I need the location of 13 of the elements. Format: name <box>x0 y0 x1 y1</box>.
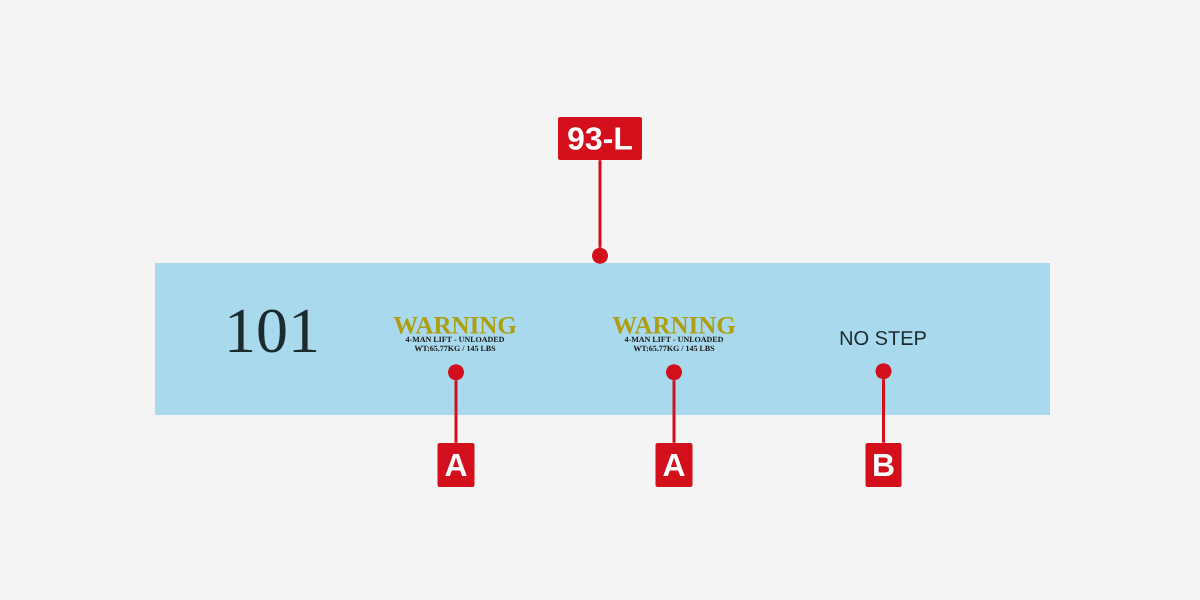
callout-label: A <box>437 443 475 487</box>
decal-strip <box>155 263 1050 415</box>
warning-decal: WARNING 4-MAN LIFT - UNLOADED WT:65.77KG / 145 LBS <box>612 316 736 352</box>
callout-label: A <box>655 443 693 487</box>
warning-decal: WARNING 4-MAN LIFT - UNLOADED WT:65.77KG / 145 LBS <box>393 316 517 352</box>
leader-line <box>598 160 602 248</box>
decal-text: NO STEP <box>840 330 926 346</box>
leader-line <box>454 380 458 443</box>
callout-label: 93-L <box>558 117 642 160</box>
leader-line <box>882 379 885 443</box>
decal-number: 101 <box>229 309 317 353</box>
callout-label: B <box>865 443 902 487</box>
leader-line <box>672 380 676 443</box>
